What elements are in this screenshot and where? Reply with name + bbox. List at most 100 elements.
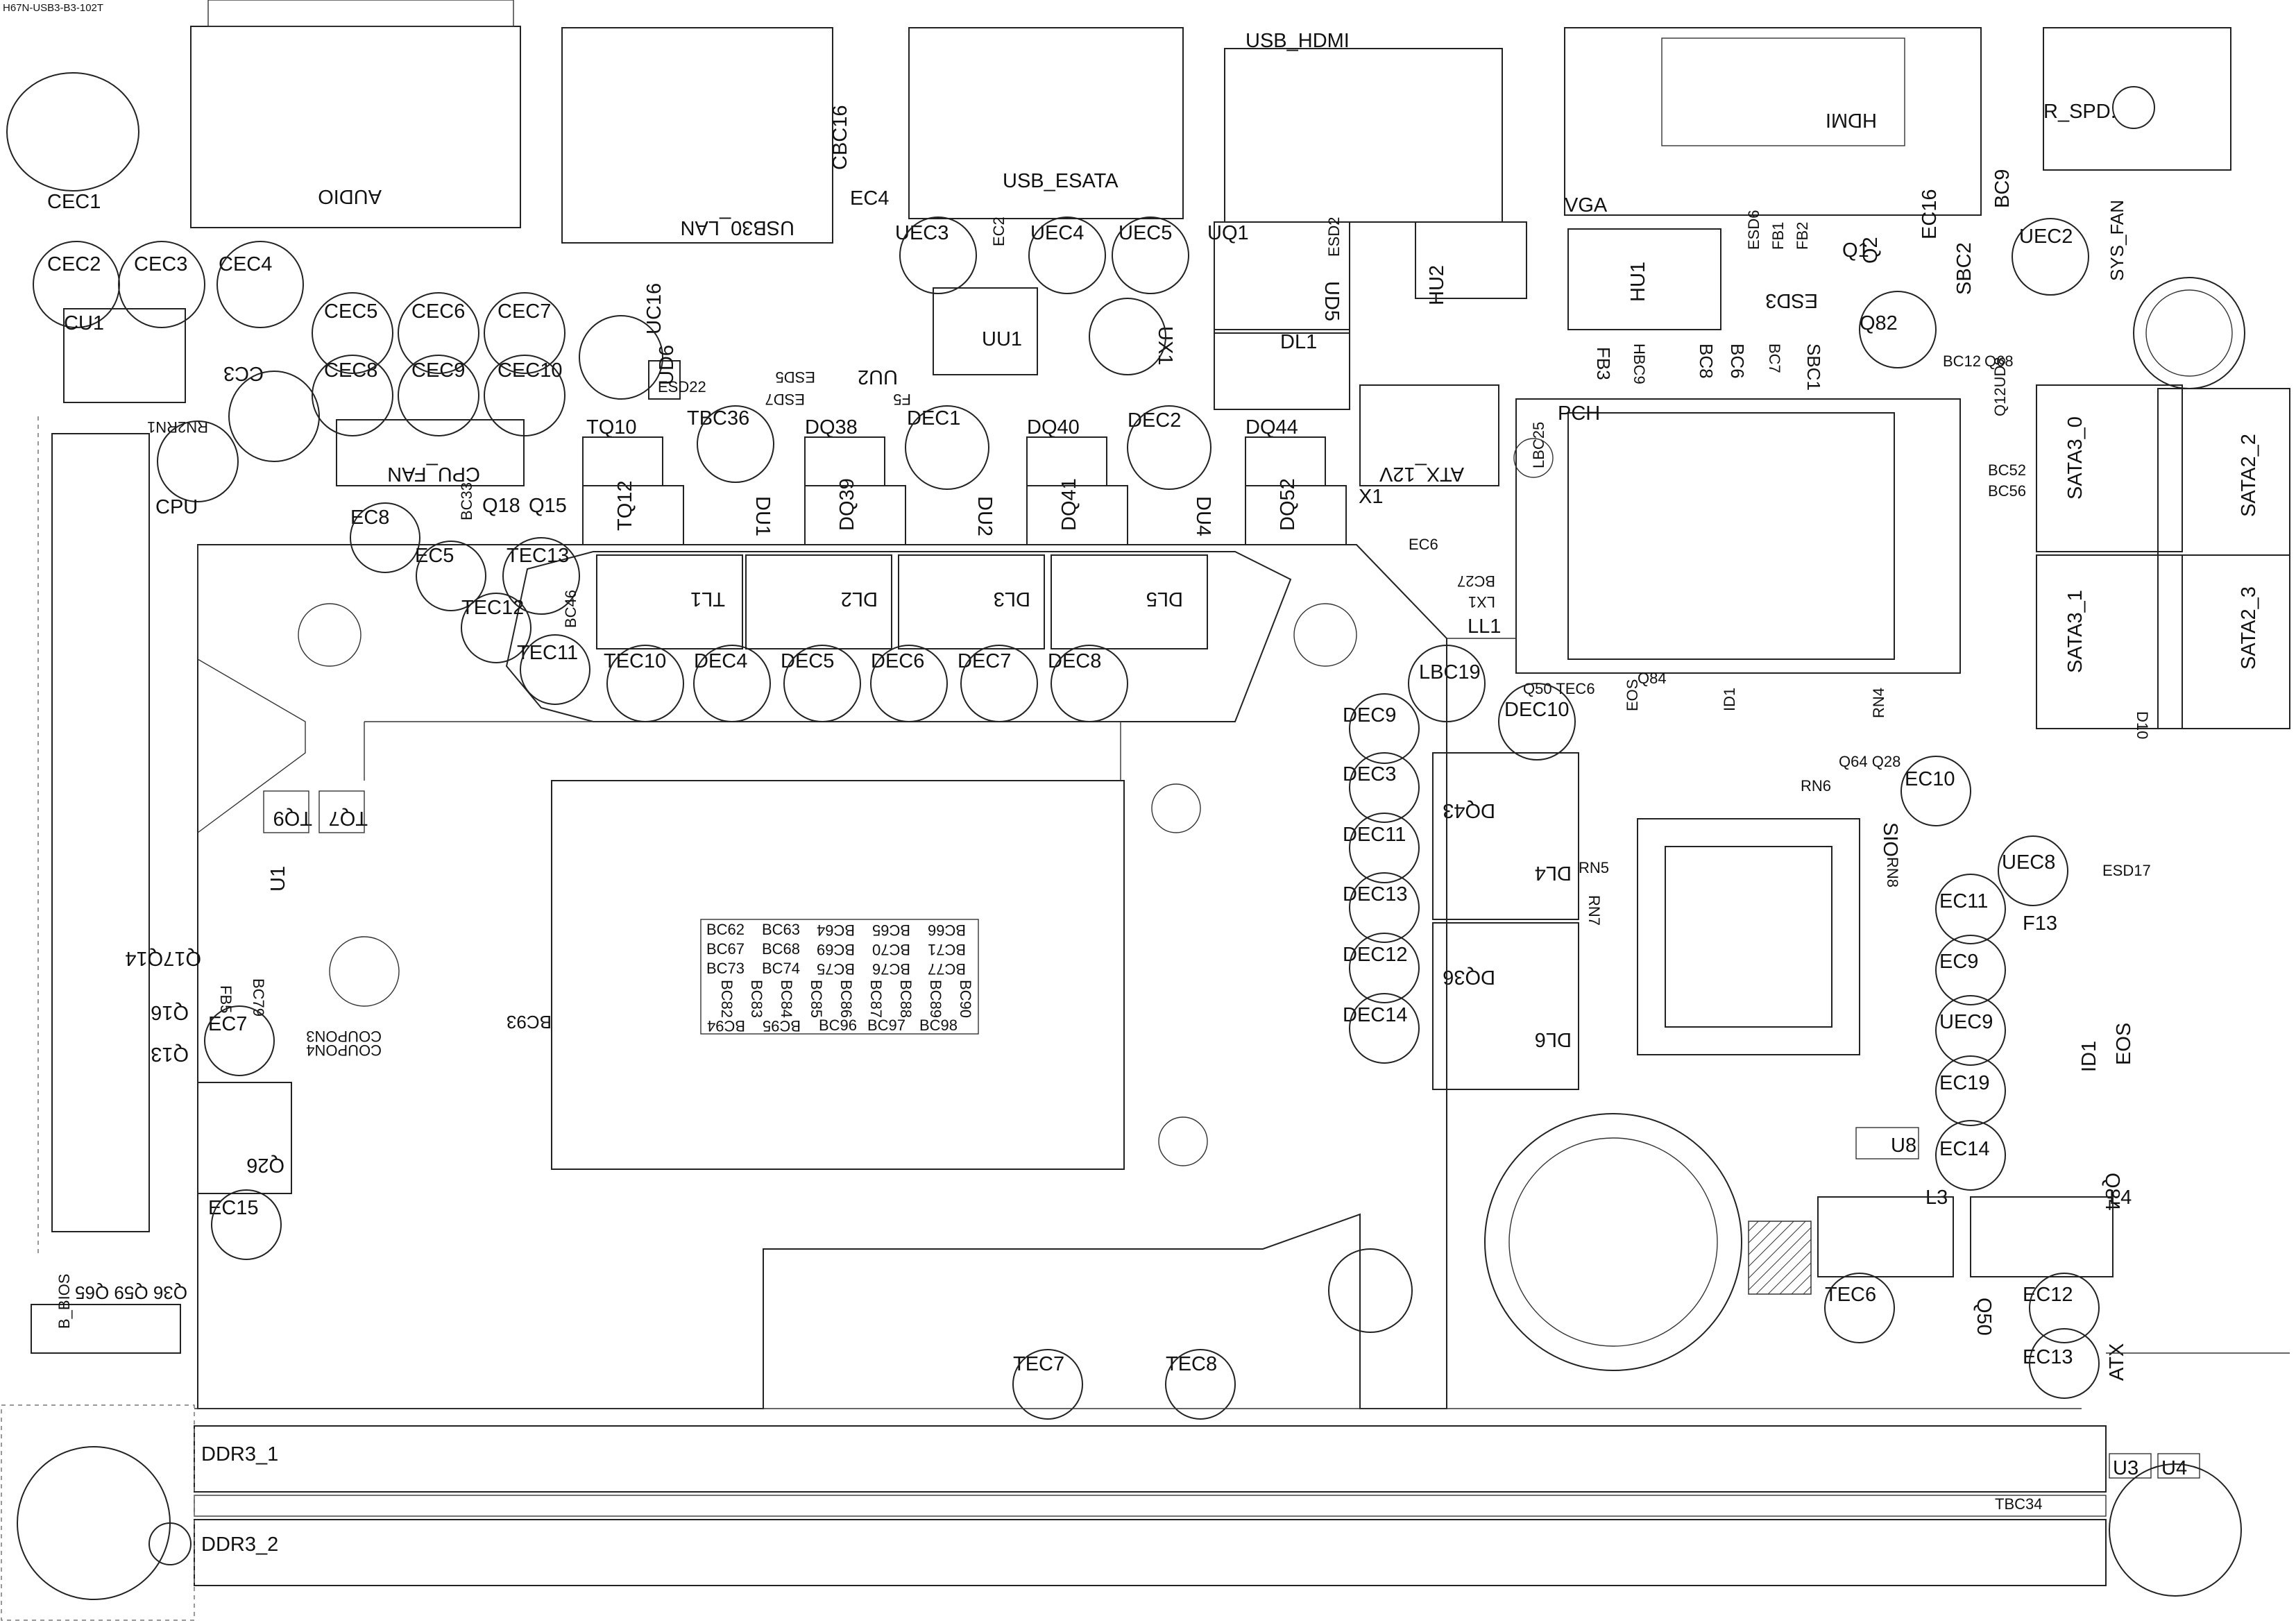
tec6-label: TEC6 xyxy=(1825,1284,1876,1306)
sys-fan-label: SYS_FAN xyxy=(2107,200,2127,281)
cpu-fan-connector xyxy=(336,419,525,486)
bc44-label: BC27 xyxy=(1457,572,1495,590)
bc79-label: BC79 xyxy=(250,978,267,1017)
lbc25-label: ESD5 xyxy=(776,368,815,386)
tec12-label: TEC12 xyxy=(461,597,524,619)
q65-label: Q65 xyxy=(75,1282,109,1303)
q16-label: Q16 xyxy=(151,1001,189,1023)
ec10-label: EC10 xyxy=(1905,768,1955,790)
cpu-fan-label: CPU_FAN xyxy=(387,463,480,485)
bc40-label: EC6 xyxy=(1409,536,1438,553)
lbc19-label: ESD22 xyxy=(658,378,706,396)
dl3-label: DL3 xyxy=(994,588,1030,610)
bc69-label: BC69 xyxy=(817,941,855,958)
du2-label: DU2 xyxy=(973,496,996,536)
q50-label: Q50 xyxy=(1973,1298,1995,1336)
bc71-label: BC71 xyxy=(928,941,966,958)
dec6-label: DEC6 xyxy=(871,650,924,672)
tq9-label: TQ9 xyxy=(273,807,312,829)
bc12-label: Q68 xyxy=(1984,352,2014,370)
f5-label: CBC16 xyxy=(829,105,851,171)
tec7-label: TEC7 xyxy=(1013,1353,1064,1375)
dec10-label: DEC10 xyxy=(1504,699,1570,721)
dq52-label: DQ52 xyxy=(1277,478,1299,531)
sata3-1-label: SATA3_1 xyxy=(2064,590,2086,673)
rn5-label: TEC6 xyxy=(1556,680,1595,697)
atx-12v-connector xyxy=(1359,384,1499,486)
esd22-label: ESD2 xyxy=(1325,217,1343,257)
dec5-label: DEC5 xyxy=(781,650,834,672)
dl1-inductor xyxy=(1214,329,1350,410)
ec5-label: EC5 xyxy=(415,545,454,567)
uec3-label: UEC3 xyxy=(895,222,949,244)
ud5-label: UD5 xyxy=(1320,281,1343,321)
usb30-lan-connector: USB30_LAN xyxy=(561,27,833,244)
tbc36-label: TBC36 xyxy=(687,407,749,430)
hdmi-label: HDMI xyxy=(1826,109,1877,131)
board-id: H67N-USB3-B3-102T xyxy=(3,2,103,14)
id1-label: ID1 xyxy=(2078,1041,2100,1072)
sata3-0-connector xyxy=(2036,384,2183,552)
bc68-label: BC68 xyxy=(762,940,800,958)
ec19-label: EC19 xyxy=(1939,1072,1990,1094)
sio-label: SIO xyxy=(1879,822,1901,857)
bc64-label: BC64 xyxy=(817,921,855,939)
q82-label: SBC2 xyxy=(1953,242,1975,295)
cec7-label: CEC7 xyxy=(498,300,551,323)
uc16-label: ESD7 xyxy=(765,391,805,408)
x1-label: X1 xyxy=(1359,486,1383,508)
audio-connector: AUDIO xyxy=(190,0,521,228)
bc82-label: BC82 xyxy=(718,980,735,1018)
tq12-label: TQ12 xyxy=(614,480,636,531)
q17-label: Q17 xyxy=(163,947,201,969)
uec8-label: UEC8 xyxy=(2002,851,2055,874)
uec5-label: UEC5 xyxy=(1119,222,1172,244)
dec13-label: DEC13 xyxy=(1343,883,1408,906)
bc74-label: BC74 xyxy=(762,960,800,977)
cec2-label: CEC2 xyxy=(47,253,101,275)
ud6-label: F5 xyxy=(893,391,911,408)
atx-12v-label: ATX_12V xyxy=(1379,463,1464,485)
usb-hdmi-label: USB_HDMI xyxy=(1245,30,1350,52)
dl4-label: DL4 xyxy=(1535,862,1572,884)
tq10-label: TQ10 xyxy=(586,416,637,439)
dec8-label: DEC8 xyxy=(1048,650,1101,672)
dq40-label: DQ40 xyxy=(1027,416,1080,439)
bc90-label: BC90 xyxy=(957,980,974,1018)
rn1-label: RN1 xyxy=(147,418,178,436)
dec1-label: DEC1 xyxy=(907,407,960,430)
d10-label: RN4 xyxy=(1870,688,1887,718)
mounting-hole-br xyxy=(2109,1463,2242,1597)
bc65-label: BC65 xyxy=(872,921,910,939)
esd5-label: EC2 xyxy=(990,216,1007,246)
sata3-0-label: SATA3_0 xyxy=(2064,416,2086,500)
ll1-label: UD6 xyxy=(656,345,678,385)
q18-label: Q18 xyxy=(482,495,520,517)
rn8-label: Q28 xyxy=(1872,753,1901,770)
bc52-label: RN6 xyxy=(1801,777,1831,794)
q30-q68-label: Q12UD8 xyxy=(1991,357,2009,416)
uu2-label: UU2 xyxy=(858,366,898,388)
ud8-label: RN8 xyxy=(1884,857,1901,887)
bc33-label: BC33 xyxy=(458,482,475,520)
dl1-label: DL1 xyxy=(1280,331,1317,353)
rn7-rn8-label: Q64 Q28 xyxy=(1839,753,1900,770)
bc75-label: BC75 xyxy=(817,960,855,978)
sata2-3-label: SATA2_3 xyxy=(2238,586,2260,670)
rn4-label: Q84 xyxy=(1638,670,1667,687)
bc86-label: BC86 xyxy=(837,980,855,1018)
cu1-chip: CU1 xyxy=(63,308,186,403)
bc87-label: BC87 xyxy=(867,980,885,1018)
esd3-label: Q1 xyxy=(1842,239,1869,262)
dq36-label: DQ36 xyxy=(1443,966,1495,988)
bc45-label: LX1 xyxy=(1468,593,1495,611)
q36-label: Q36 xyxy=(153,1282,187,1303)
bc98-label: BC98 xyxy=(919,1017,958,1034)
eos-label: EOS xyxy=(2113,1023,2135,1065)
bc63-label: BC63 xyxy=(762,921,800,938)
usb-hdmi-connector: USB_HDMI xyxy=(1224,30,1503,223)
ddr3-2-slot xyxy=(194,1519,2107,1586)
bc83-label: BC83 xyxy=(748,980,765,1018)
dl2-label: DL2 xyxy=(841,588,878,610)
